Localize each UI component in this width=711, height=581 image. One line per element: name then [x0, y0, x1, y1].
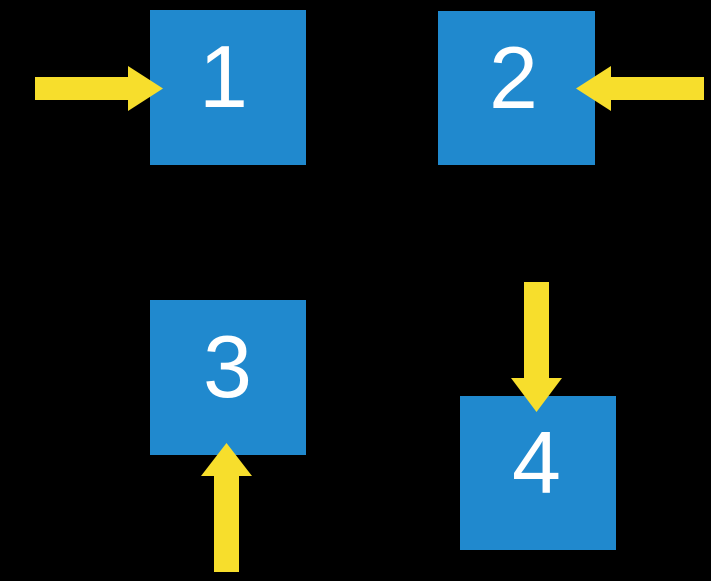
box-2[interactable] — [438, 11, 595, 165]
box-1-label: 1 — [199, 27, 248, 126]
box-4[interactable] — [460, 396, 616, 550]
box-3-label: 3 — [203, 317, 252, 416]
box-3[interactable] — [150, 300, 306, 455]
box-1[interactable] — [150, 10, 306, 165]
arrow-up-icon — [201, 443, 252, 572]
arrow-left-icon — [576, 66, 704, 111]
arrow-down-icon — [511, 282, 562, 412]
box-4-label: 4 — [512, 413, 561, 512]
arrow-right-icon — [35, 66, 163, 111]
box-2-label: 2 — [489, 28, 538, 127]
